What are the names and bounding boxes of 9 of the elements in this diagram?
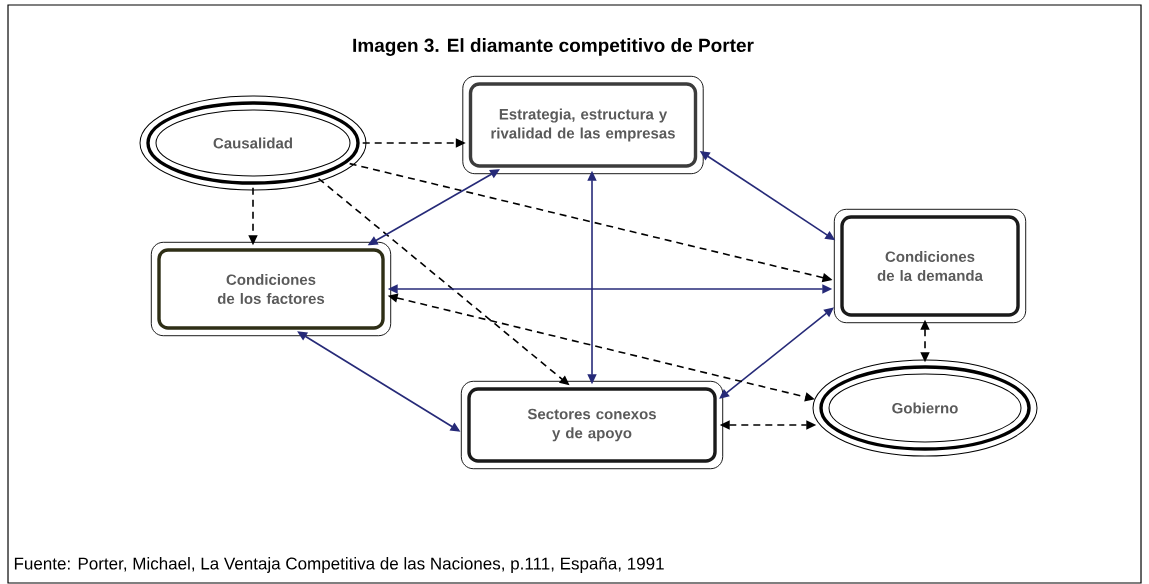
caption: Fuente: Porter, Michael, La Ventaja Competitiva de las Naciones, p.111, España, 1991 bbox=[14, 557, 664, 573]
rounded-box: Condiciones de la demanda bbox=[833, 208, 1027, 324]
rounded-box: Condiciones de los factores bbox=[150, 241, 392, 337]
arrow bbox=[719, 307, 834, 399]
title: Imagen 3. El diamante competitivo de Porter bbox=[353, 38, 754, 56]
rounded-box: Estrategia, estructura y rivalidad de las empresas bbox=[462, 75, 704, 175]
ellipse-node: Gobierno bbox=[812, 359, 1038, 457]
rounded-box: Sectores conexos y de apoyo bbox=[460, 380, 724, 470]
ellipse-node: Causalidad bbox=[139, 95, 367, 191]
